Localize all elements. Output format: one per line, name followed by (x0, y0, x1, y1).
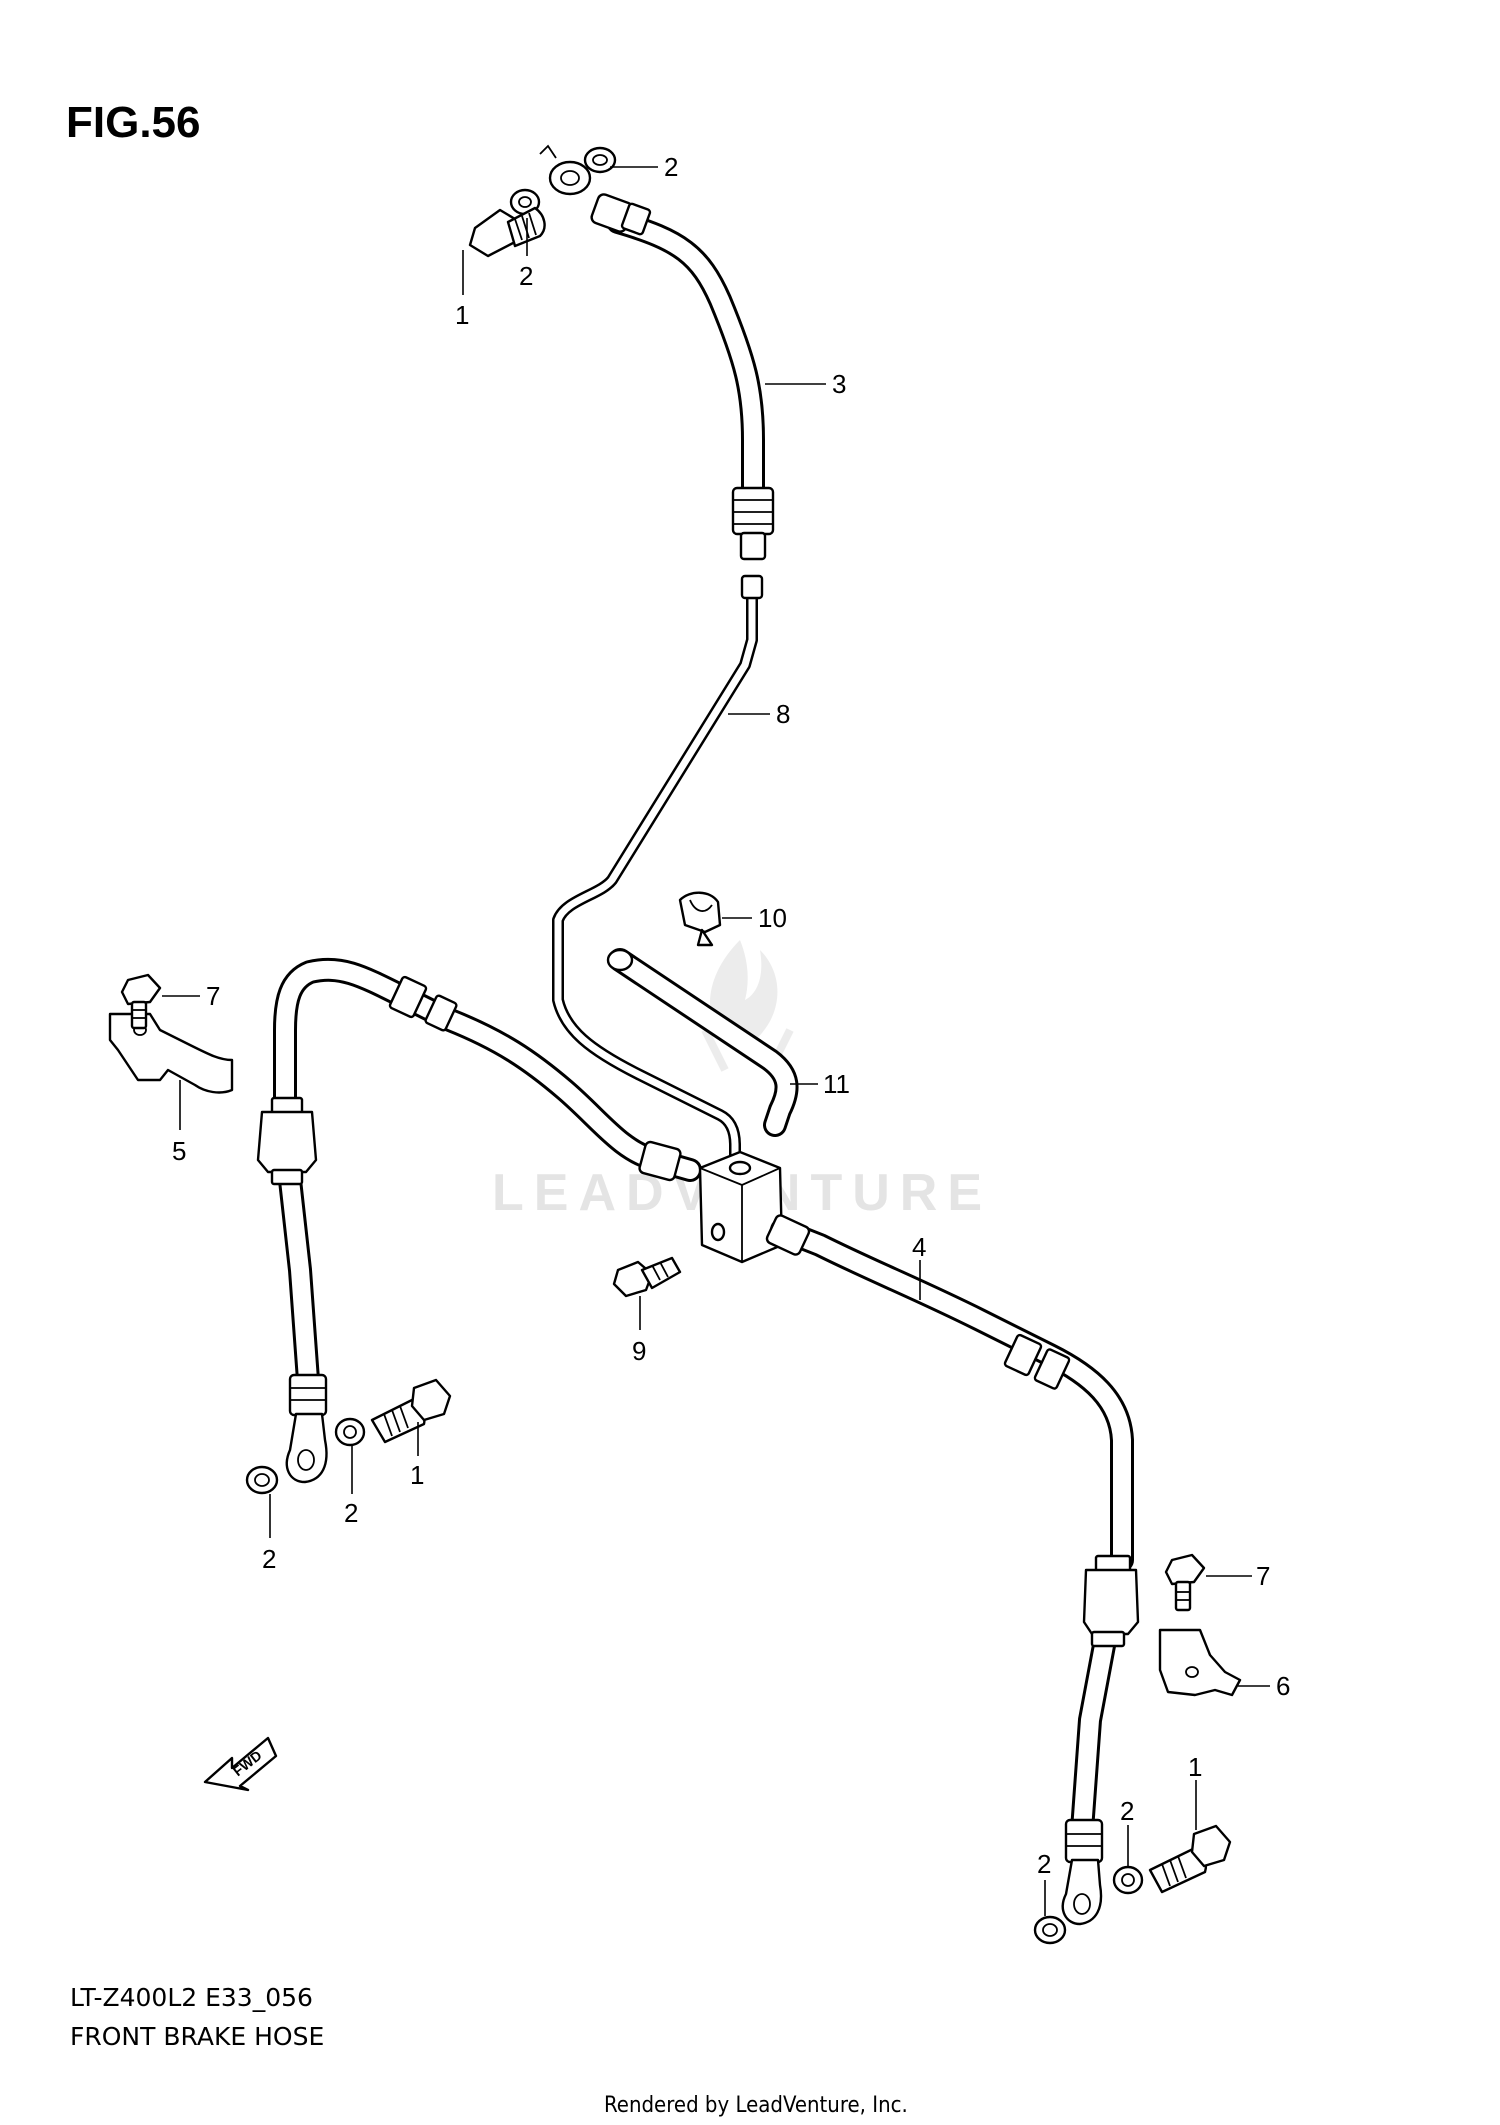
figure-title: FIG.56 (66, 98, 201, 147)
callout-11: 11 (823, 1069, 850, 1099)
callout-2: 2 (262, 1544, 276, 1574)
bracket-left (108, 1012, 234, 1094)
callouts: 2 2 1 3 8 10 7 5 11 4 9 1 2 2 7 6 1 (162, 152, 1290, 1916)
figure-subtitle: FRONT BRAKE HOSE (70, 2022, 324, 2051)
callout-1: 1 (1188, 1752, 1202, 1782)
three-way-joint (698, 1150, 784, 1264)
callout-2: 2 (344, 1498, 358, 1528)
bracket-right (1158, 1628, 1242, 1697)
clamp-10 (678, 891, 722, 947)
callout-2: 2 (1037, 1849, 1051, 1879)
callout-7: 7 (1256, 1561, 1270, 1591)
callout-2: 2 (519, 261, 533, 291)
bolt-right-7 (1164, 1553, 1206, 1612)
brake-pipe (552, 574, 764, 1182)
callout-1: 1 (410, 1460, 424, 1490)
bolt-9 (612, 1256, 682, 1298)
bolt-left-7 (120, 973, 162, 1030)
callout-10: 10 (758, 903, 787, 933)
brake-hose-upper (539, 144, 775, 561)
callout-4: 4 (912, 1232, 926, 1262)
callout-1: 1 (455, 300, 469, 330)
brake-hose-left (256, 957, 702, 1484)
callout-3: 3 (832, 369, 846, 399)
callout-5: 5 (172, 1136, 186, 1166)
callout-2: 2 (1120, 1796, 1134, 1826)
callout-8: 8 (776, 699, 790, 729)
top-fasteners (468, 146, 617, 258)
protector-tube (606, 948, 799, 1137)
model-code: LT-Z400L2 E33_056 (70, 1983, 313, 2012)
brake-hose-right (765, 1214, 1140, 1926)
forward-arrow: FWD (203, 1736, 278, 1792)
callout-7: 7 (206, 981, 220, 1011)
footer-credit: Rendered by LeadVenture, Inc. (604, 2093, 908, 2118)
callout-2: 2 (664, 152, 678, 182)
right-lower-fasteners (1033, 1824, 1232, 1945)
callout-6: 6 (1276, 1671, 1290, 1701)
callout-9: 9 (632, 1336, 646, 1366)
left-lower-fasteners (245, 1378, 452, 1495)
